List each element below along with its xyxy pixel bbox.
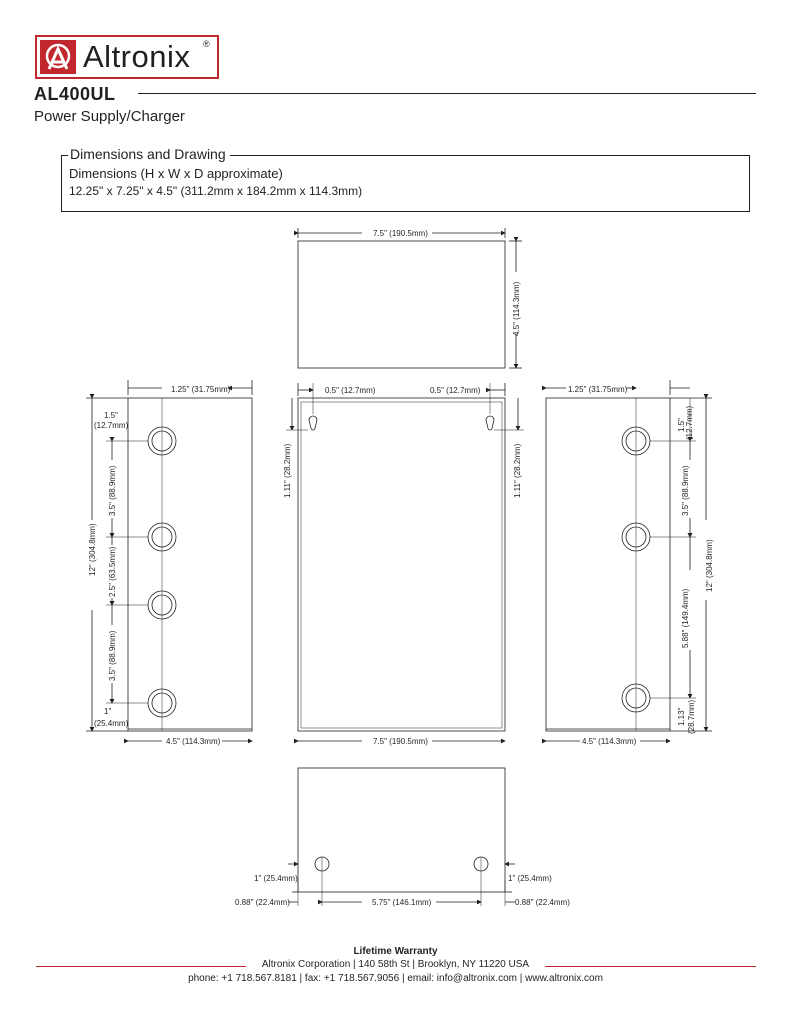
top-depth-label: 4.5" (114.3mm): [512, 281, 521, 336]
company-address: Altronix Corporation | 140 58th St | Bro…: [261, 959, 530, 970]
right-35-label: 3.5" (88.9mm): [681, 465, 690, 516]
dimensions-heading: Dimensions and Drawing: [68, 146, 230, 162]
front-view-outline: [297, 397, 506, 732]
left-bottom-width-label: 4.5" (114.3mm): [166, 737, 221, 746]
front-width-label: 7.5" (190.5mm): [373, 737, 428, 746]
left-25-label: 2.5" (63.5mm): [108, 546, 117, 597]
right-113-label-b: (28.7mm): [687, 699, 696, 734]
left-15-label-a: 1.5": [104, 411, 118, 420]
footer-rule-left: [36, 966, 246, 967]
bottom-view-outline: [297, 767, 506, 893]
product-subtitle: Power Supply/Charger: [34, 108, 185, 125]
front-05-right-label: 0.5" (12.7mm): [430, 386, 481, 395]
right-bottom-width-label: 4.5" (114.3mm): [582, 737, 637, 746]
top-view-outline: [297, 240, 506, 369]
header-divider: [138, 93, 756, 94]
right-15-label-a: 1.5": [677, 418, 686, 432]
brand-name: Altronix: [83, 39, 191, 74]
footer-rule-right: [545, 966, 756, 967]
altronix-logo-mark-icon: [40, 40, 76, 74]
front-111-left-label: 1.11" (28.2mm): [283, 443, 292, 498]
left-1-label-a: 1": [104, 707, 111, 716]
front-111-right-label: 1.11" (28.2mm): [513, 443, 522, 498]
left-35-top-label: 3.5" (88.9mm): [108, 465, 117, 516]
company-contact: phone: +1 718.567.8181 | fax: +1 718.567…: [188, 973, 603, 984]
left-35-bot-label: 3.5" (88.9mm): [108, 630, 117, 681]
front-view-mounting-holes: [308, 415, 495, 431]
model-number: AL400UL: [34, 84, 116, 104]
dimensions-value: 12.25" x 7.25" x 4.5" (311.2mm x 184.2mm…: [69, 184, 363, 198]
right-125-label: 1.25" (31.75mm): [568, 385, 628, 394]
bottom-view-knockouts: [314, 856, 489, 872]
top-width-label: 7.5" (190.5mm): [373, 229, 428, 238]
left-1-label-b: (25.4mm): [94, 719, 129, 728]
right-view-outline: [545, 397, 671, 732]
bottom-575-label: 5.75" (146.1mm): [372, 898, 432, 907]
bottom-088-right-label: 0.88" (22.4mm): [515, 898, 570, 907]
altronix-logo: Altronix ®: [35, 35, 219, 79]
right-12-label: 12" (304.8mm): [705, 539, 714, 592]
left-12-label: 12" (304.8mm): [88, 523, 97, 576]
registered-mark: ®: [203, 39, 210, 49]
left-view-outline: [127, 397, 253, 732]
bottom-1-right-label: 1" (25.4mm): [508, 874, 552, 883]
warranty-title: Lifetime Warranty: [353, 946, 438, 957]
front-05-left-label: 0.5" (12.7mm): [325, 386, 376, 395]
right-113-label-a: 1.13": [677, 707, 686, 726]
dimensions-box: [61, 155, 750, 212]
right-588-label: 5.88" (149.4mm): [681, 588, 690, 648]
bottom-1-left-label: 1" (25.4mm): [254, 874, 298, 883]
right-15-label-b: (12.7mm): [685, 405, 694, 440]
left-125-label: 1.25" (31.75mm): [171, 385, 231, 394]
bottom-088-left-label: 0.88" (22.4mm): [235, 898, 290, 907]
left-15-label-b: (12.7mm): [94, 421, 129, 430]
dimensions-label: Dimensions (H x W x D approximate): [69, 166, 283, 181]
